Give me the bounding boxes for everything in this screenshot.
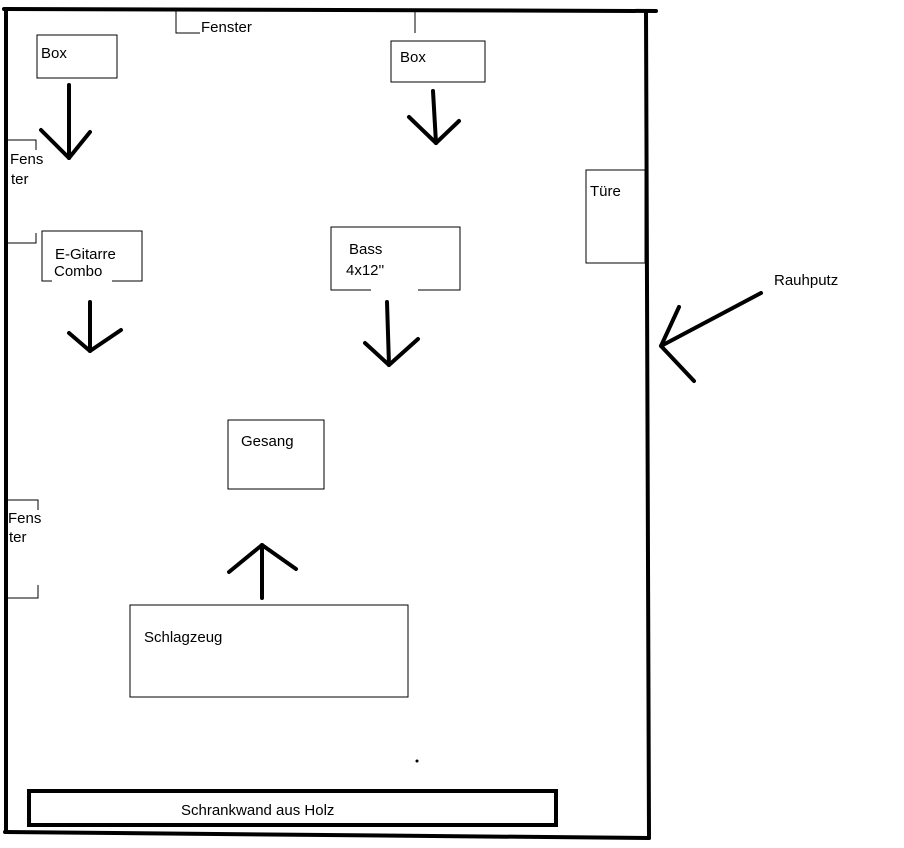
- arrow-bass: [363, 300, 420, 367]
- vocals-label: Gesang: [241, 433, 294, 450]
- drums-outline: [129, 604, 409, 698]
- rauhputz-label: Rauhputz: [774, 272, 839, 289]
- arrow-box-left: [39, 83, 92, 160]
- box-left-outline: [36, 34, 118, 79]
- wardrobe-label: Schrankwand aus Holz: [181, 802, 335, 819]
- vocals-outline: [227, 419, 325, 490]
- wall-top: [2, 7, 658, 13]
- guitar-combo-outline: [41, 230, 143, 282]
- arrow-rauhputz: [659, 291, 763, 383]
- door-label: Türe: [590, 183, 621, 200]
- left-window-lower-label-1: Fens: [8, 510, 42, 527]
- box-left-label: Box: [41, 45, 67, 62]
- left-window-lower-label-2: ter: [9, 529, 27, 546]
- wall-right: [644, 9, 651, 840]
- arrow-drums: [227, 543, 298, 600]
- box-right-outline: [390, 40, 486, 83]
- wardrobe-outline: [27, 789, 558, 827]
- box-right-label: Box: [400, 49, 426, 66]
- left-window-upper-label-2: ter: [11, 171, 29, 188]
- left-window-upper: [6, 139, 37, 244]
- left-window-upper-label-1: Fens: [10, 151, 44, 168]
- top-window-label: Fenster: [201, 19, 252, 36]
- bass-cab-outline: [330, 226, 461, 291]
- wall-bottom: [3, 830, 651, 840]
- guitar-combo-label-1: E-Gitarre: [55, 246, 116, 263]
- stray-dot: [415, 759, 419, 763]
- arrows: [39, 83, 763, 600]
- room-walls: [2, 7, 658, 840]
- bass-cab-label-1: Bass: [349, 241, 383, 258]
- arrow-guitar: [67, 300, 123, 353]
- guitar-combo-label-2: Combo: [54, 263, 103, 280]
- door-box: [585, 169, 646, 264]
- left-window-lower: [6, 499, 39, 599]
- drums-label: Schlagzeug: [144, 629, 223, 646]
- bass-cab-label-2: 4x12'': [346, 262, 385, 279]
- top-window: [175, 10, 416, 34]
- arrow-box-right: [407, 89, 461, 145]
